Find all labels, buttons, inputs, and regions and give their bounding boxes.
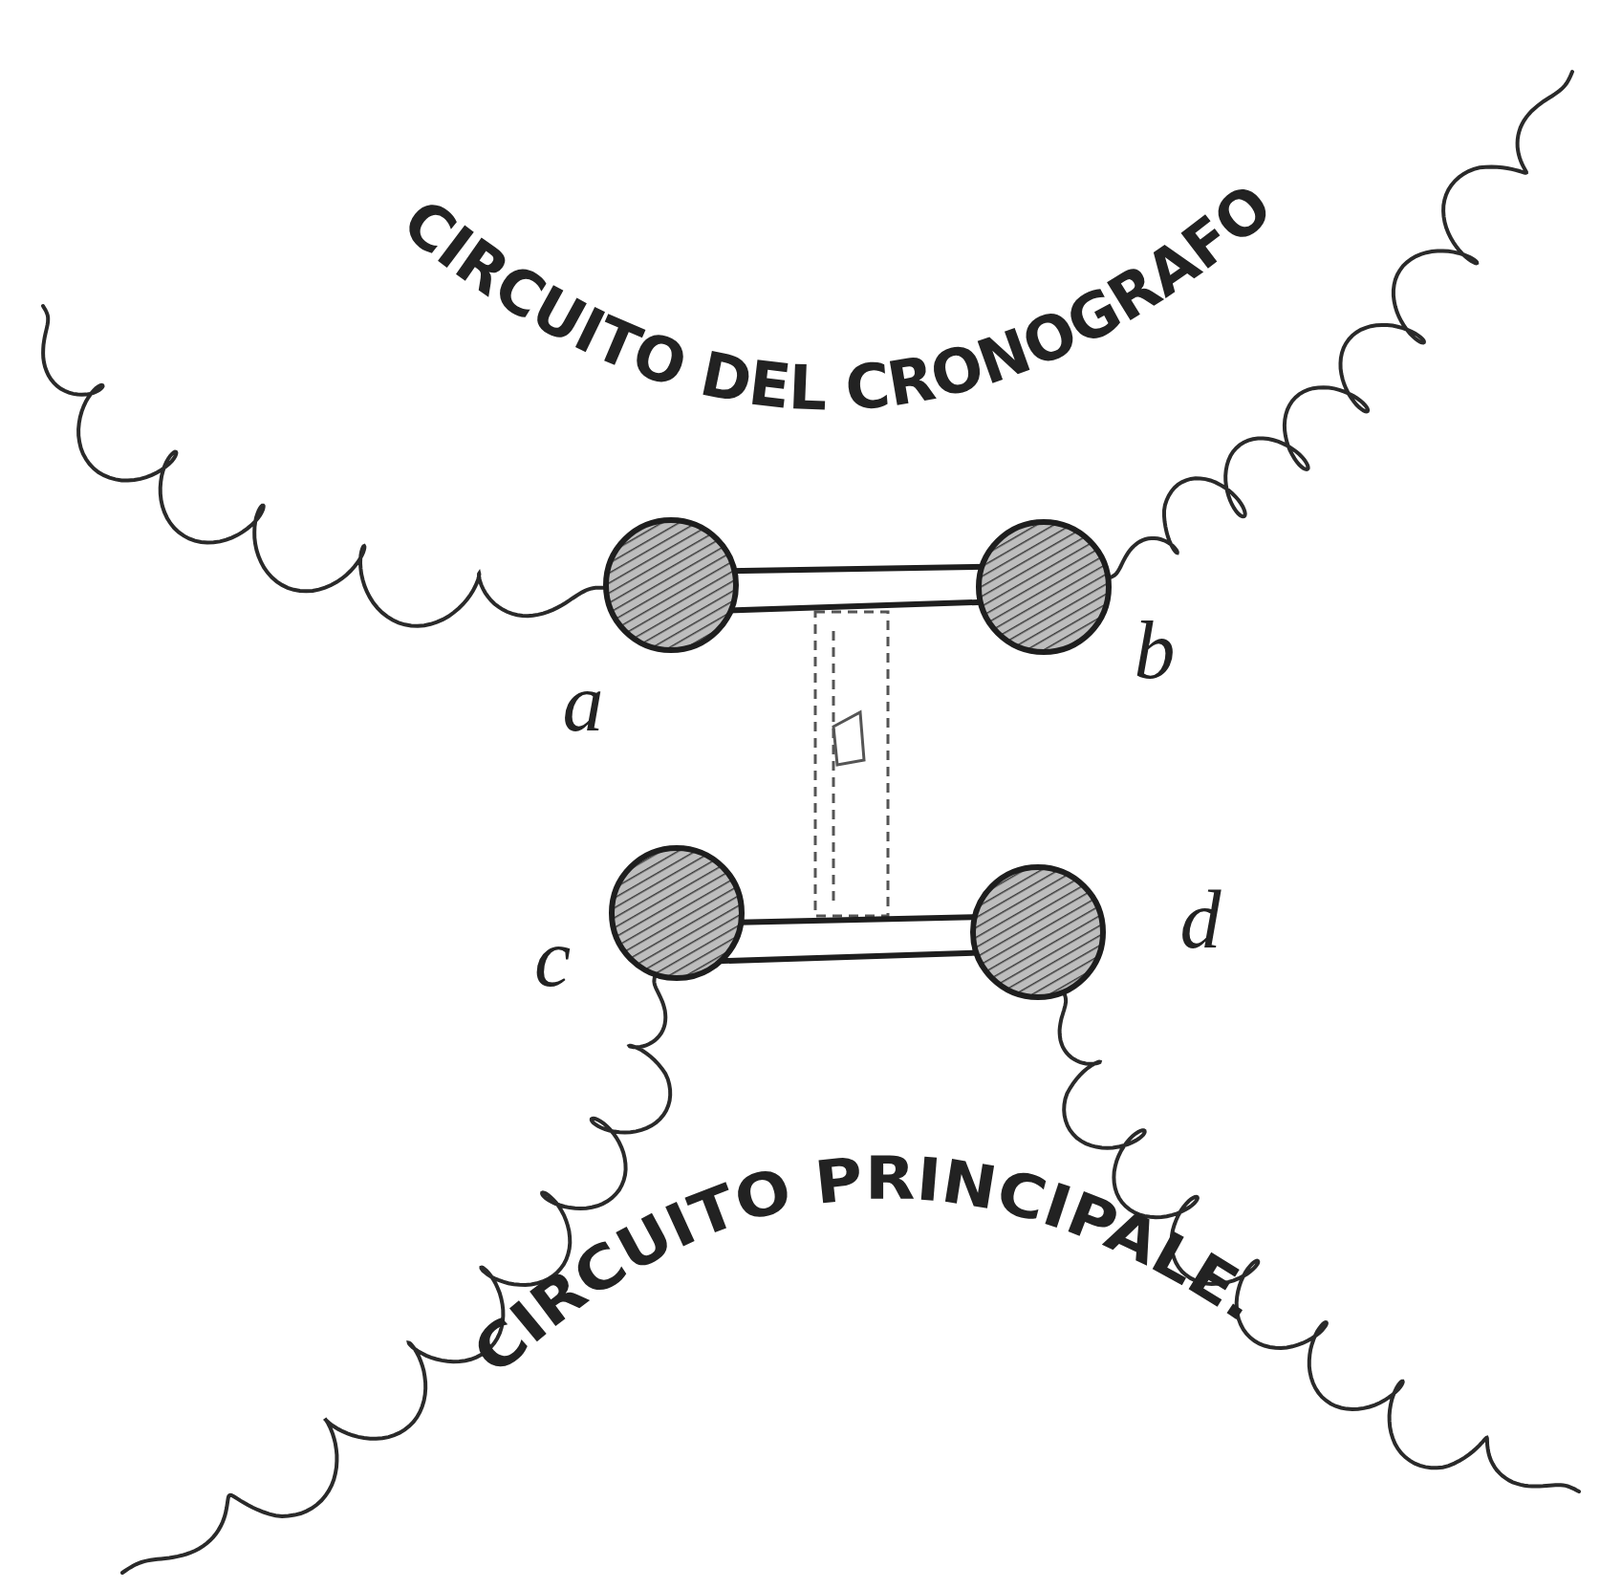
terminal-b bbox=[978, 521, 1109, 652]
terminal-letter: a bbox=[562, 661, 605, 744]
wire-coil bbox=[43, 305, 608, 627]
dashed-link bbox=[815, 611, 888, 916]
circuit-title: CIRCUITO PRINCIPALE. bbox=[459, 1143, 1274, 1388]
terminal-letter: d bbox=[1180, 878, 1222, 961]
terminal-d bbox=[972, 866, 1103, 997]
wire-coil bbox=[1106, 71, 1573, 579]
terminal-c bbox=[611, 847, 742, 978]
circuit-title: CIRCUITO DEL CRONOGRAFO bbox=[389, 170, 1286, 424]
terminal-letter: c bbox=[534, 916, 571, 999]
wedge-symbol bbox=[833, 712, 865, 765]
terminal-a bbox=[605, 519, 736, 650]
twisted-wire bbox=[43, 71, 1579, 1573]
terminal-letter: b bbox=[1134, 608, 1176, 692]
